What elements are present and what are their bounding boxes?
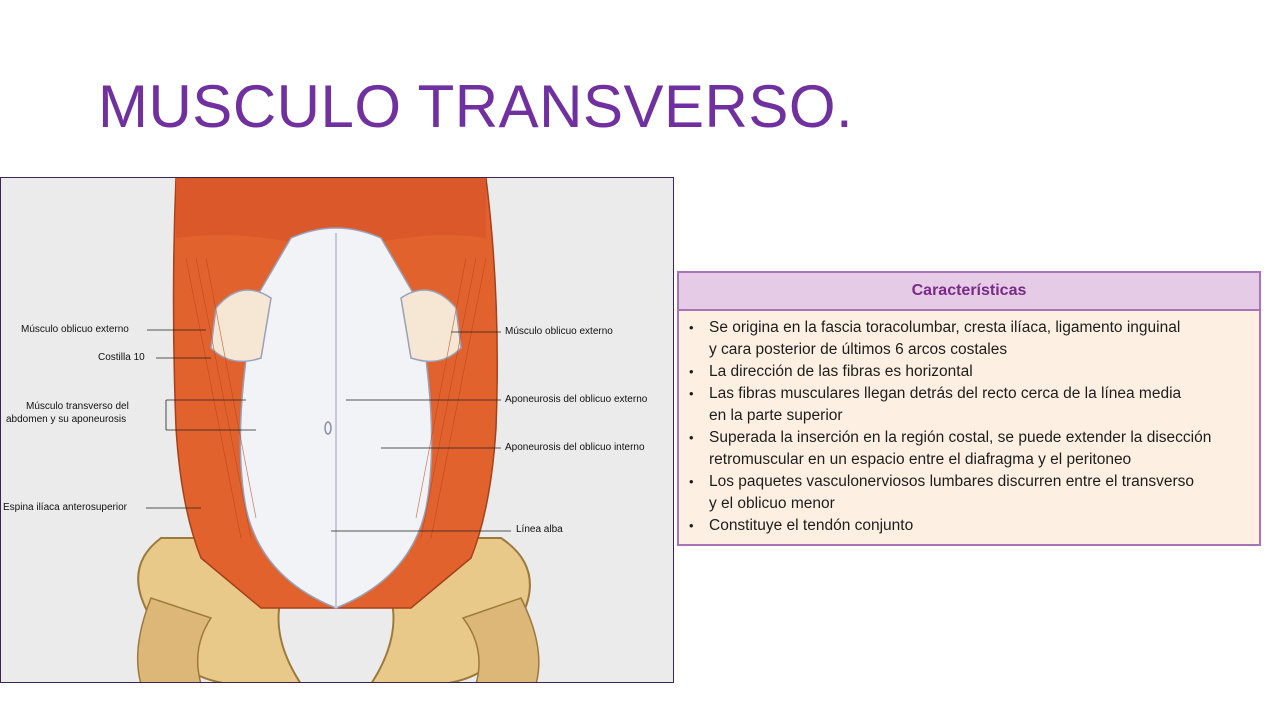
item-line: y el oblicuo menor	[709, 495, 835, 512]
item-line: en la parte superior	[709, 407, 843, 424]
item-line: y cara posterior de últimos 6 arcos cost…	[709, 341, 1008, 358]
label-costilla-10: Costilla 10	[98, 352, 145, 363]
femur-right	[461, 597, 540, 682]
label-oblicuo-externo-left: Músculo oblicuo externo	[21, 324, 129, 335]
label-transverso-line1: Músculo transverso del	[26, 401, 129, 412]
list-item: • Los paquetes vasculonerviosos lumbares…	[689, 471, 1249, 515]
list-item: • Se origina en la fascia toracolumbar, …	[689, 317, 1249, 361]
bullet-icon: •	[689, 364, 694, 379]
bullet-icon: •	[689, 518, 694, 533]
list-item: • Constituye el tendón conjunto	[689, 515, 1249, 537]
list-item: • La dirección de las fibras es horizont…	[689, 361, 1249, 383]
navel	[324, 421, 332, 435]
item-line: Los paquetes vasculonerviosos lumbares d…	[709, 473, 1195, 490]
bullet-icon: •	[689, 430, 694, 445]
label-oblicuo-externo-right: Músculo oblicuo externo	[505, 326, 613, 337]
characteristics-list: • Se origina en la fascia toracolumbar, …	[679, 311, 1259, 537]
slide-title: MUSCULO TRANSVERSO.	[98, 73, 854, 140]
item-line: retromuscular en un espacio entre el dia…	[709, 451, 1132, 468]
upper-muscle	[176, 178, 486, 253]
label-aponeurosis-interno: Aponeurosis del oblicuo interno	[505, 442, 645, 453]
item-line: Superada la inserción en la región costa…	[709, 429, 1212, 446]
item-line: Las fibras musculares llegan detrás del …	[709, 385, 1182, 402]
abdominal-muscles-drawing	[136, 178, 540, 682]
bullet-icon: •	[689, 386, 694, 401]
list-item: • Superada la inserción en la región cos…	[689, 427, 1249, 471]
item-line: Se origina en la fascia toracolumbar, cr…	[709, 319, 1181, 336]
rib-right	[400, 289, 462, 363]
label-aponeurosis-externo: Aponeurosis del oblicuo externo	[505, 394, 648, 405]
label-linea-alba: Línea alba	[516, 524, 563, 535]
femur-left	[136, 597, 213, 682]
item-line: La dirección de las fibras es horizontal	[709, 363, 973, 380]
characteristics-table: Características • Se origina en la fasci…	[677, 271, 1261, 546]
list-item: • Las fibras musculares llegan detrás de…	[689, 383, 1249, 427]
label-transverso-line2: abdomen y su aponeurosis	[6, 414, 127, 425]
anatomy-illustration: Músculo oblicuo externo Costilla 10 Músc…	[0, 177, 674, 683]
label-espina-iliaca: Espina ilíaca anterosuperior	[3, 502, 127, 513]
table-header: Características	[679, 273, 1259, 311]
rib-left	[210, 289, 272, 363]
bullet-icon: •	[689, 474, 694, 489]
bullet-icon: •	[689, 320, 694, 335]
item-line: Constituye el tendón conjunto	[709, 517, 914, 534]
